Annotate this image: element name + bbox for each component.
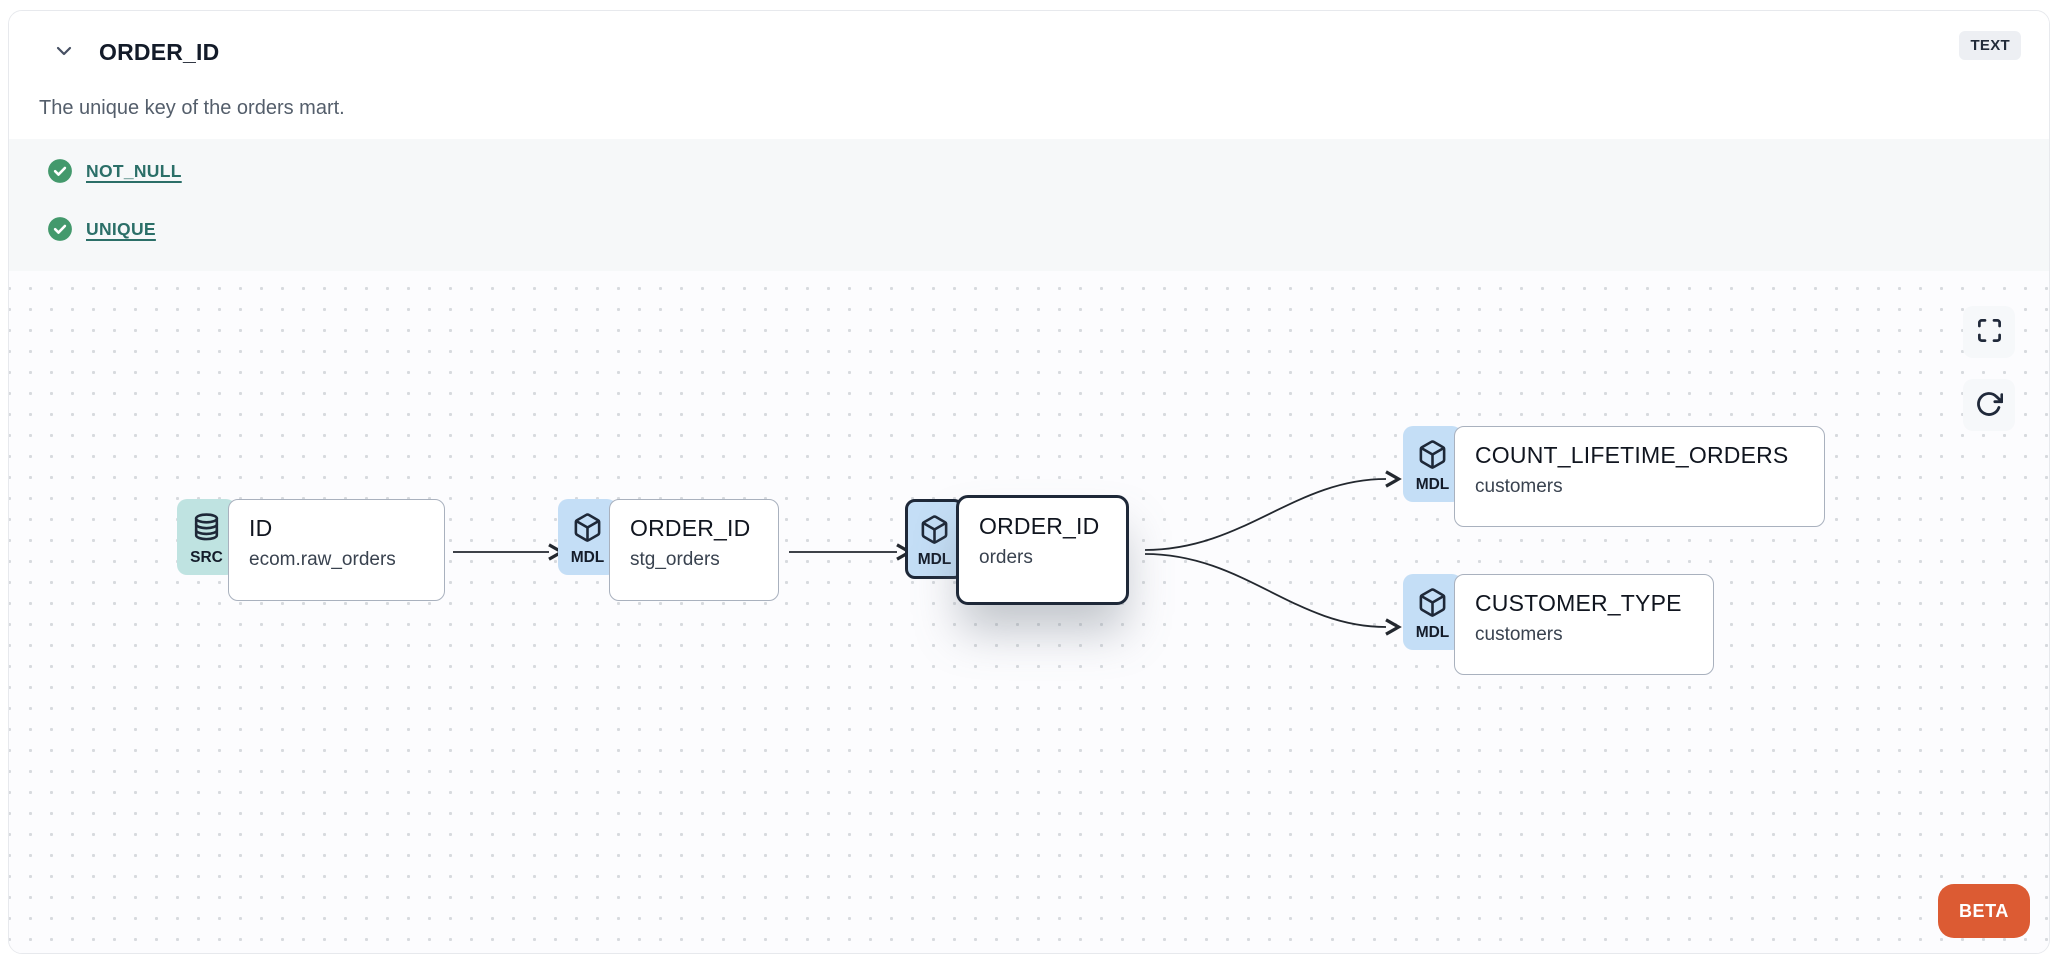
node-subtitle: ecom.raw_orders bbox=[249, 549, 396, 570]
check-circle-icon bbox=[47, 216, 73, 242]
node-badge-label: SRC bbox=[190, 548, 223, 566]
cube-icon bbox=[1417, 439, 1448, 475]
column-title: ORDER_ID bbox=[99, 38, 220, 65]
node-badge-label: MDL bbox=[1415, 623, 1450, 641]
node-card: ID ecom.raw_orders bbox=[228, 499, 445, 601]
node-title: COUNT_LIFETIME_ORDERS bbox=[1475, 442, 1789, 468]
node-subtitle: stg_orders bbox=[630, 549, 720, 570]
test-row: UNIQUE bbox=[47, 216, 2019, 242]
node-card: COUNT_LIFETIME_ORDERS customers bbox=[1454, 426, 1825, 527]
column-description: The unique key of the orders mart. bbox=[39, 97, 345, 119]
lineage-edge-order-id-orders-to-count-lifetime-orders-customers bbox=[1144, 470, 1402, 551]
chevron-down-icon bbox=[52, 39, 76, 66]
node-title: ORDER_ID bbox=[630, 515, 751, 541]
check-circle-icon bbox=[47, 158, 73, 184]
node-subtitle: customers bbox=[1475, 476, 1563, 497]
node-badge-label: MDL bbox=[917, 550, 952, 568]
fullscreen-button[interactable] bbox=[1963, 306, 2015, 358]
collapse-toggle-button[interactable] bbox=[47, 35, 81, 69]
reset-view-button[interactable] bbox=[1963, 379, 2015, 431]
node-type-badge: MDL bbox=[1403, 574, 1462, 650]
database-icon bbox=[191, 512, 222, 548]
node-subtitle: orders bbox=[979, 547, 1033, 568]
node-title: CUSTOMER_TYPE bbox=[1475, 590, 1682, 616]
node-badge-label: MDL bbox=[570, 548, 605, 566]
column-details-card: ORDER_ID TEXT The unique key of the orde… bbox=[8, 10, 2050, 954]
maximize-icon bbox=[1976, 317, 2003, 347]
node-type-badge: SRC bbox=[177, 499, 236, 575]
node-card: ORDER_ID stg_orders bbox=[609, 499, 779, 601]
lineage-node-id-raw-orders[interactable]: SRC ID ecom.raw_orders bbox=[177, 499, 445, 601]
lineage-node-count-lifetime-orders-customers[interactable]: MDL COUNT_LIFETIME_ORDERS customers bbox=[1403, 426, 1825, 527]
cube-icon bbox=[572, 512, 603, 548]
column-type-badge: TEXT bbox=[1959, 31, 2021, 60]
cube-icon bbox=[919, 514, 950, 550]
tests-section: NOT_NULL UNIQUE bbox=[9, 139, 2049, 271]
test-row: NOT_NULL bbox=[47, 158, 2019, 184]
node-type-badge: MDL bbox=[905, 499, 964, 579]
rotate-cw-icon bbox=[1975, 390, 2004, 421]
node-title: ORDER_ID bbox=[979, 513, 1100, 539]
node-type-badge: MDL bbox=[558, 499, 617, 575]
node-title: ID bbox=[249, 515, 273, 541]
test-link-not_null[interactable]: NOT_NULL bbox=[86, 160, 182, 181]
node-type-badge: MDL bbox=[1403, 426, 1462, 502]
node-badge-label: MDL bbox=[1415, 475, 1450, 493]
node-card: CUSTOMER_TYPE customers bbox=[1454, 574, 1714, 675]
beta-badge: BETA bbox=[1938, 884, 2030, 938]
node-subtitle: customers bbox=[1475, 624, 1563, 645]
lineage-node-customer-type-customers[interactable]: MDL CUSTOMER_TYPE customers bbox=[1403, 574, 1714, 675]
lineage-edge-order-id-orders-to-customer-type-customers bbox=[1144, 553, 1402, 636]
test-link-unique[interactable]: UNIQUE bbox=[86, 218, 156, 239]
lineage-edges bbox=[453, 470, 1402, 636]
cube-icon bbox=[1417, 587, 1448, 623]
column-header: ORDER_ID TEXT The unique key of the orde… bbox=[9, 11, 2049, 139]
lineage-node-order-id-stg-orders[interactable]: MDL ORDER_ID stg_orders bbox=[558, 499, 779, 601]
